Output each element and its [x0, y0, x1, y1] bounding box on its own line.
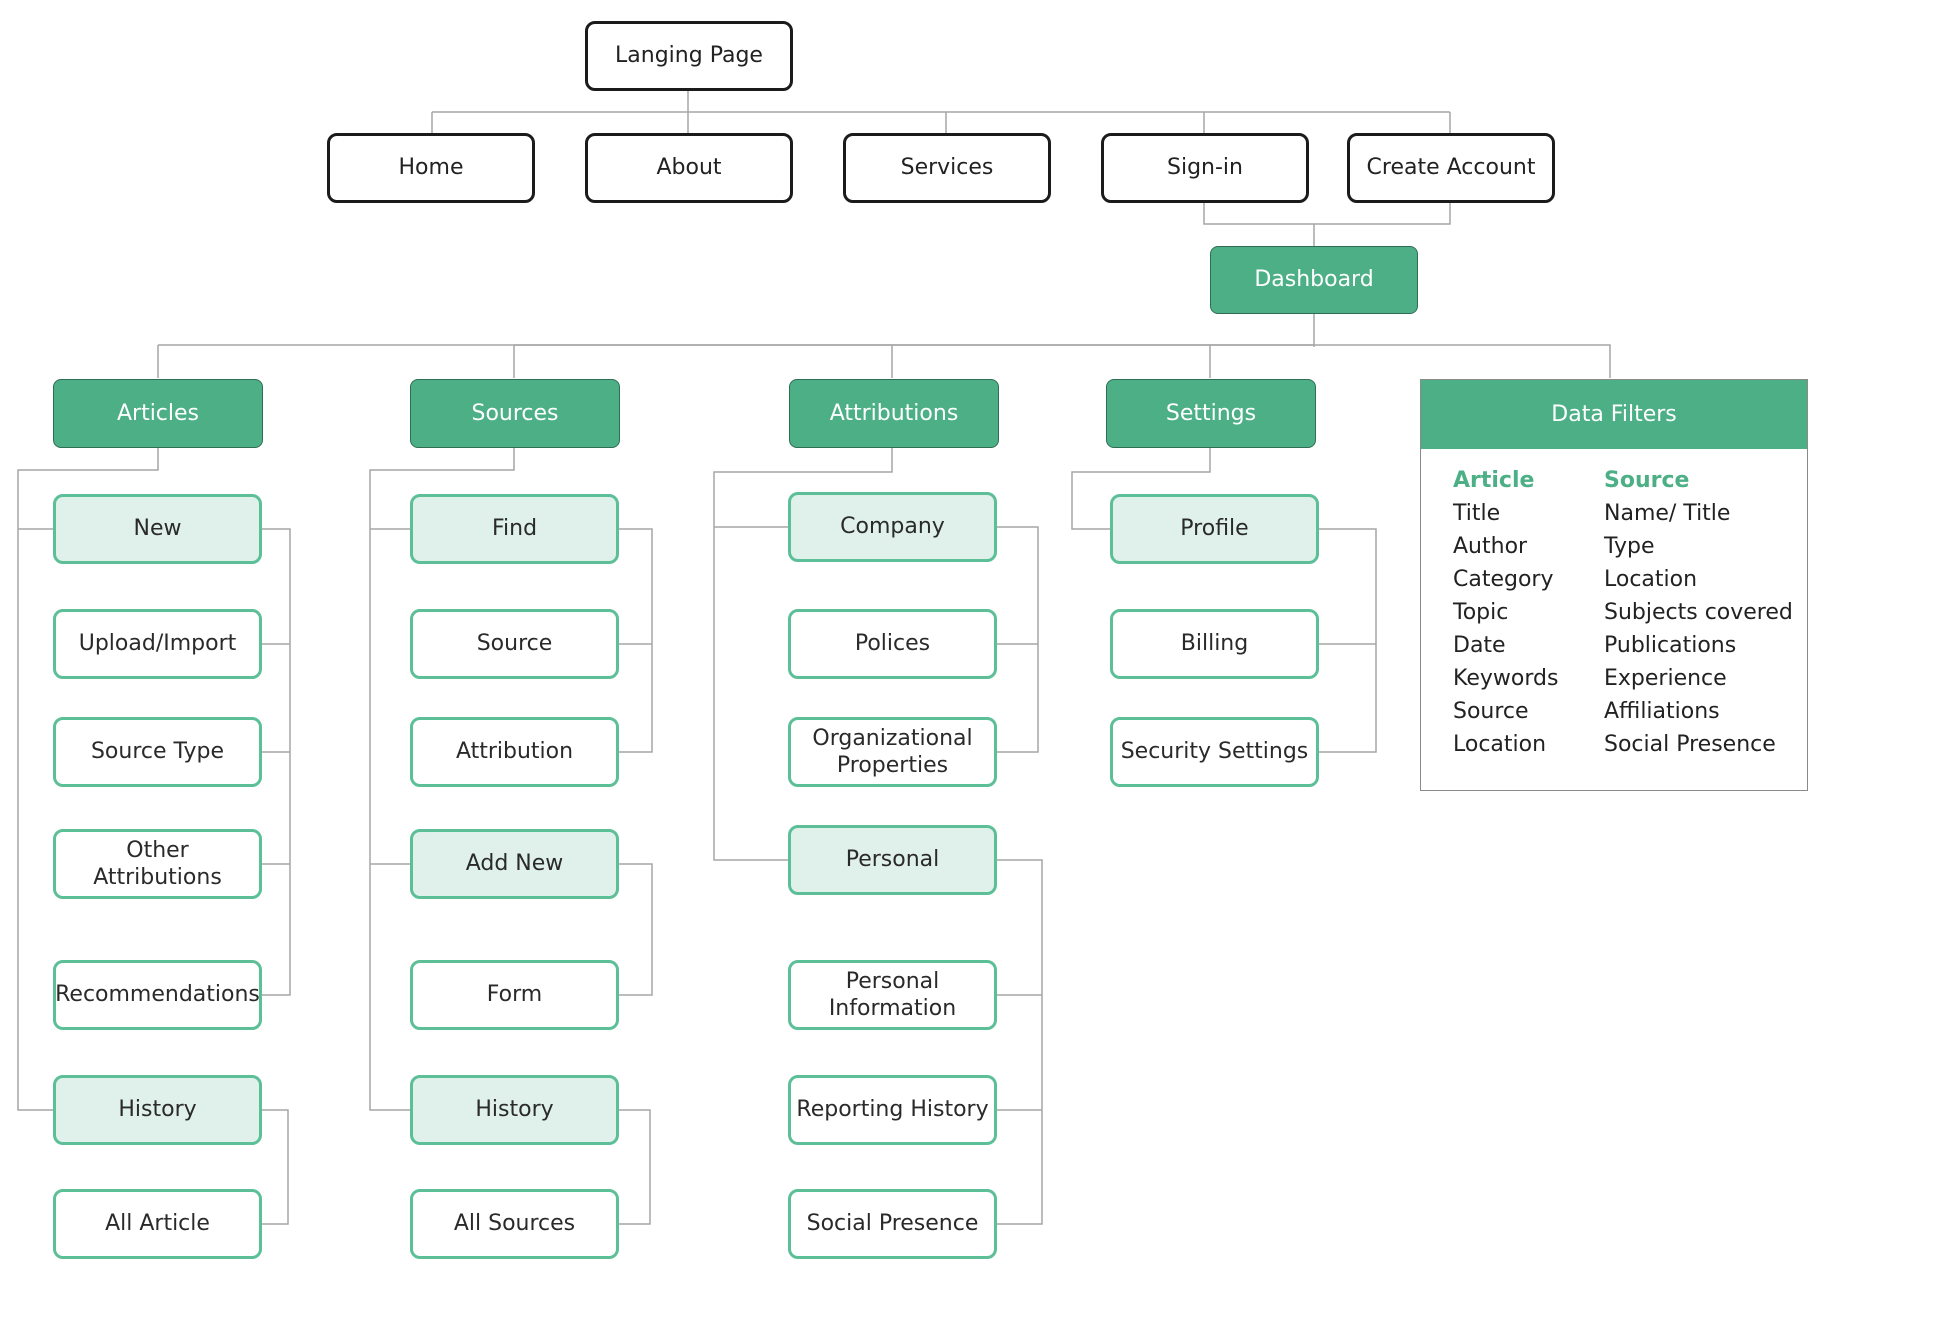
settings-node: Settings [1106, 379, 1316, 448]
article-filter-heading: Article [1453, 468, 1535, 493]
source-filter-item: Name/ Title [1604, 501, 1731, 526]
article-filter-item: Topic [1453, 600, 1509, 625]
articles-source-type-node: Source Type [53, 717, 262, 787]
settings-security-node: Security Settings [1110, 717, 1319, 787]
settings-profile-node: Profile [1110, 494, 1319, 564]
attributions-node: Attributions [789, 379, 999, 448]
source-filter-item: Subjects covered [1604, 600, 1793, 625]
sources-find-node: Find [410, 494, 619, 564]
attributions-social-presence-node: Social Presence [788, 1189, 997, 1259]
article-filter-item: Source [1453, 699, 1529, 724]
article-filter-item: Location [1453, 732, 1547, 757]
sources-source-node: Source [410, 609, 619, 679]
data-filters-panel: Data Filters Article Title Author Catego… [1420, 379, 1808, 791]
articles-new-node: New [53, 494, 262, 564]
source-filter-item: Location [1604, 567, 1698, 592]
attributions-company-node: Company [788, 492, 997, 562]
articles-recommendations-node: Recommendations [53, 960, 262, 1030]
sources-all-sources-node: All Sources [410, 1189, 619, 1259]
articles-upload-node: Upload/Import [53, 609, 262, 679]
landing-page-node: Langing Page [585, 21, 793, 91]
article-filter-item: Title [1453, 501, 1501, 526]
articles-all-article-node: All Article [53, 1189, 262, 1259]
articles-history-node: History [53, 1075, 262, 1145]
services-node: Services [843, 133, 1051, 203]
article-filter-item: Keywords [1453, 666, 1559, 691]
source-filter-heading: Source [1604, 468, 1690, 493]
article-filter-item: Date [1453, 633, 1506, 658]
attributions-polices-node: Polices [788, 609, 997, 679]
sources-history-node: History [410, 1075, 619, 1145]
source-filter-item: Social Presence [1604, 732, 1776, 757]
articles-node: Articles [53, 379, 263, 448]
sources-add-new-node: Add New [410, 829, 619, 899]
attributions-org-properties-node: Organizational Properties [788, 717, 997, 787]
attributions-personal-node: Personal [788, 825, 997, 895]
sources-form-node: Form [410, 960, 619, 1030]
articles-other-attributions-node: Other Attributions [53, 829, 262, 899]
source-filter-column: Source Name/ Title Type Location Subject… [1604, 464, 1793, 761]
about-node: About [585, 133, 793, 203]
source-filter-item: Affiliations [1604, 699, 1720, 724]
attributions-personal-info-node: Personal Information [788, 960, 997, 1030]
create-account-node: Create Account [1347, 133, 1555, 203]
signin-node: Sign-in [1101, 133, 1309, 203]
source-filter-item: Experience [1604, 666, 1727, 691]
article-filter-item: Author [1453, 534, 1528, 559]
home-node: Home [327, 133, 535, 203]
sources-node: Sources [410, 379, 620, 448]
dashboard-node: Dashboard [1210, 246, 1418, 314]
source-filter-item: Type [1604, 534, 1655, 559]
sources-attribution-node: Attribution [410, 717, 619, 787]
attributions-reporting-history-node: Reporting History [788, 1075, 997, 1145]
article-filter-item: Category [1453, 567, 1554, 592]
data-filters-title: Data Filters [1421, 380, 1807, 449]
source-filter-item: Publications [1604, 633, 1737, 658]
settings-billing-node: Billing [1110, 609, 1319, 679]
article-filter-column: Article Title Author Category Topic Date… [1453, 464, 1558, 761]
